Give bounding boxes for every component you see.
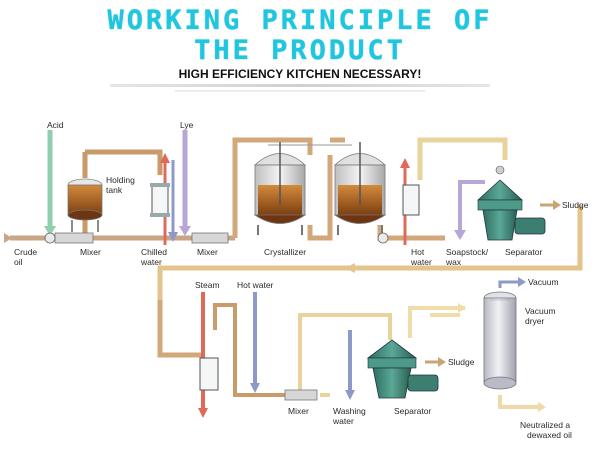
- label-vacuum-dryer-1: Vacuum: [525, 306, 556, 316]
- label-holding-2: tank: [106, 185, 123, 195]
- label-acid: Acid: [47, 120, 64, 130]
- label-mixer-1: Mixer: [80, 247, 101, 257]
- vacuum-dryer: [483, 277, 526, 390]
- hot-water-line-bottom: [250, 292, 260, 393]
- label-mixer-3: Mixer: [288, 406, 309, 416]
- faint-text-bar-2: [175, 90, 425, 92]
- label-soapstock-2: wax: [445, 257, 462, 267]
- label-vacuum: Vacuum: [528, 277, 559, 287]
- lye-line: [179, 130, 191, 236]
- steam-exchanger: [199, 357, 219, 391]
- acid-line: [44, 130, 56, 236]
- washing-water-line: [345, 330, 355, 400]
- crystallizer-tank-1: [253, 142, 352, 235]
- hot-water-exchanger-top: [377, 158, 420, 245]
- page-title-line1: WORKING PRINCIPLE OF: [107, 5, 493, 36]
- label-soapstock-1: Soapstock/: [446, 247, 489, 257]
- crystallizer-tank-2: [333, 142, 387, 235]
- label-steam: Steam: [195, 280, 220, 290]
- page-subtitle: HIGH EFFICIENCY KITCHEN NECESSARY!: [178, 67, 422, 81]
- chilled-water-exchanger: [150, 183, 170, 217]
- crude-inlet-arrow: [4, 233, 12, 243]
- label-neutralized-2: dewaxed oil: [527, 430, 572, 440]
- label-hot-2: water: [410, 257, 432, 267]
- return-pipe: [157, 205, 583, 358]
- label-chilled-1: Chilled: [141, 247, 167, 257]
- holding-tank: [67, 178, 103, 232]
- page-title-line2: THE PRODUCT: [194, 35, 406, 66]
- label-hot-1: Hot: [411, 247, 425, 257]
- label-crude: Crude: [14, 247, 37, 257]
- diagram-labels: Acid Lye Crude oil Mixer Holding tank Ch…: [14, 120, 589, 440]
- label-vacuum-dryer-2: dryer: [525, 316, 545, 326]
- label-sludge-2: Sludge: [448, 357, 475, 367]
- label-sludge-1: Sludge: [562, 200, 589, 210]
- label-washing-2: water: [332, 416, 354, 426]
- label-separator-2: Separator: [394, 406, 431, 416]
- label-mixer-2: Mixer: [197, 247, 218, 257]
- bottom-oil-pipes: [213, 303, 546, 412]
- mixer-2: [191, 232, 229, 244]
- soapstock-line: [454, 180, 485, 240]
- label-hot-water: Hot water: [237, 280, 274, 290]
- mixer-1: [44, 232, 94, 244]
- label-holding-1: Holding: [106, 175, 135, 185]
- label-lye: Lye: [180, 120, 194, 130]
- separator-1: [476, 165, 561, 241]
- faint-text-bar: [110, 84, 490, 87]
- label-crystallizer: Crystallizer: [264, 247, 306, 257]
- label-neutralized-1: Neutralized a: [520, 420, 570, 430]
- separator-2: [366, 339, 446, 399]
- label-chilled-2: water: [140, 257, 162, 267]
- label-separator-1: Separator: [505, 247, 542, 257]
- mixer-3: [284, 389, 318, 401]
- label-oil: oil: [14, 257, 23, 267]
- label-washing-1: Washing: [333, 406, 366, 416]
